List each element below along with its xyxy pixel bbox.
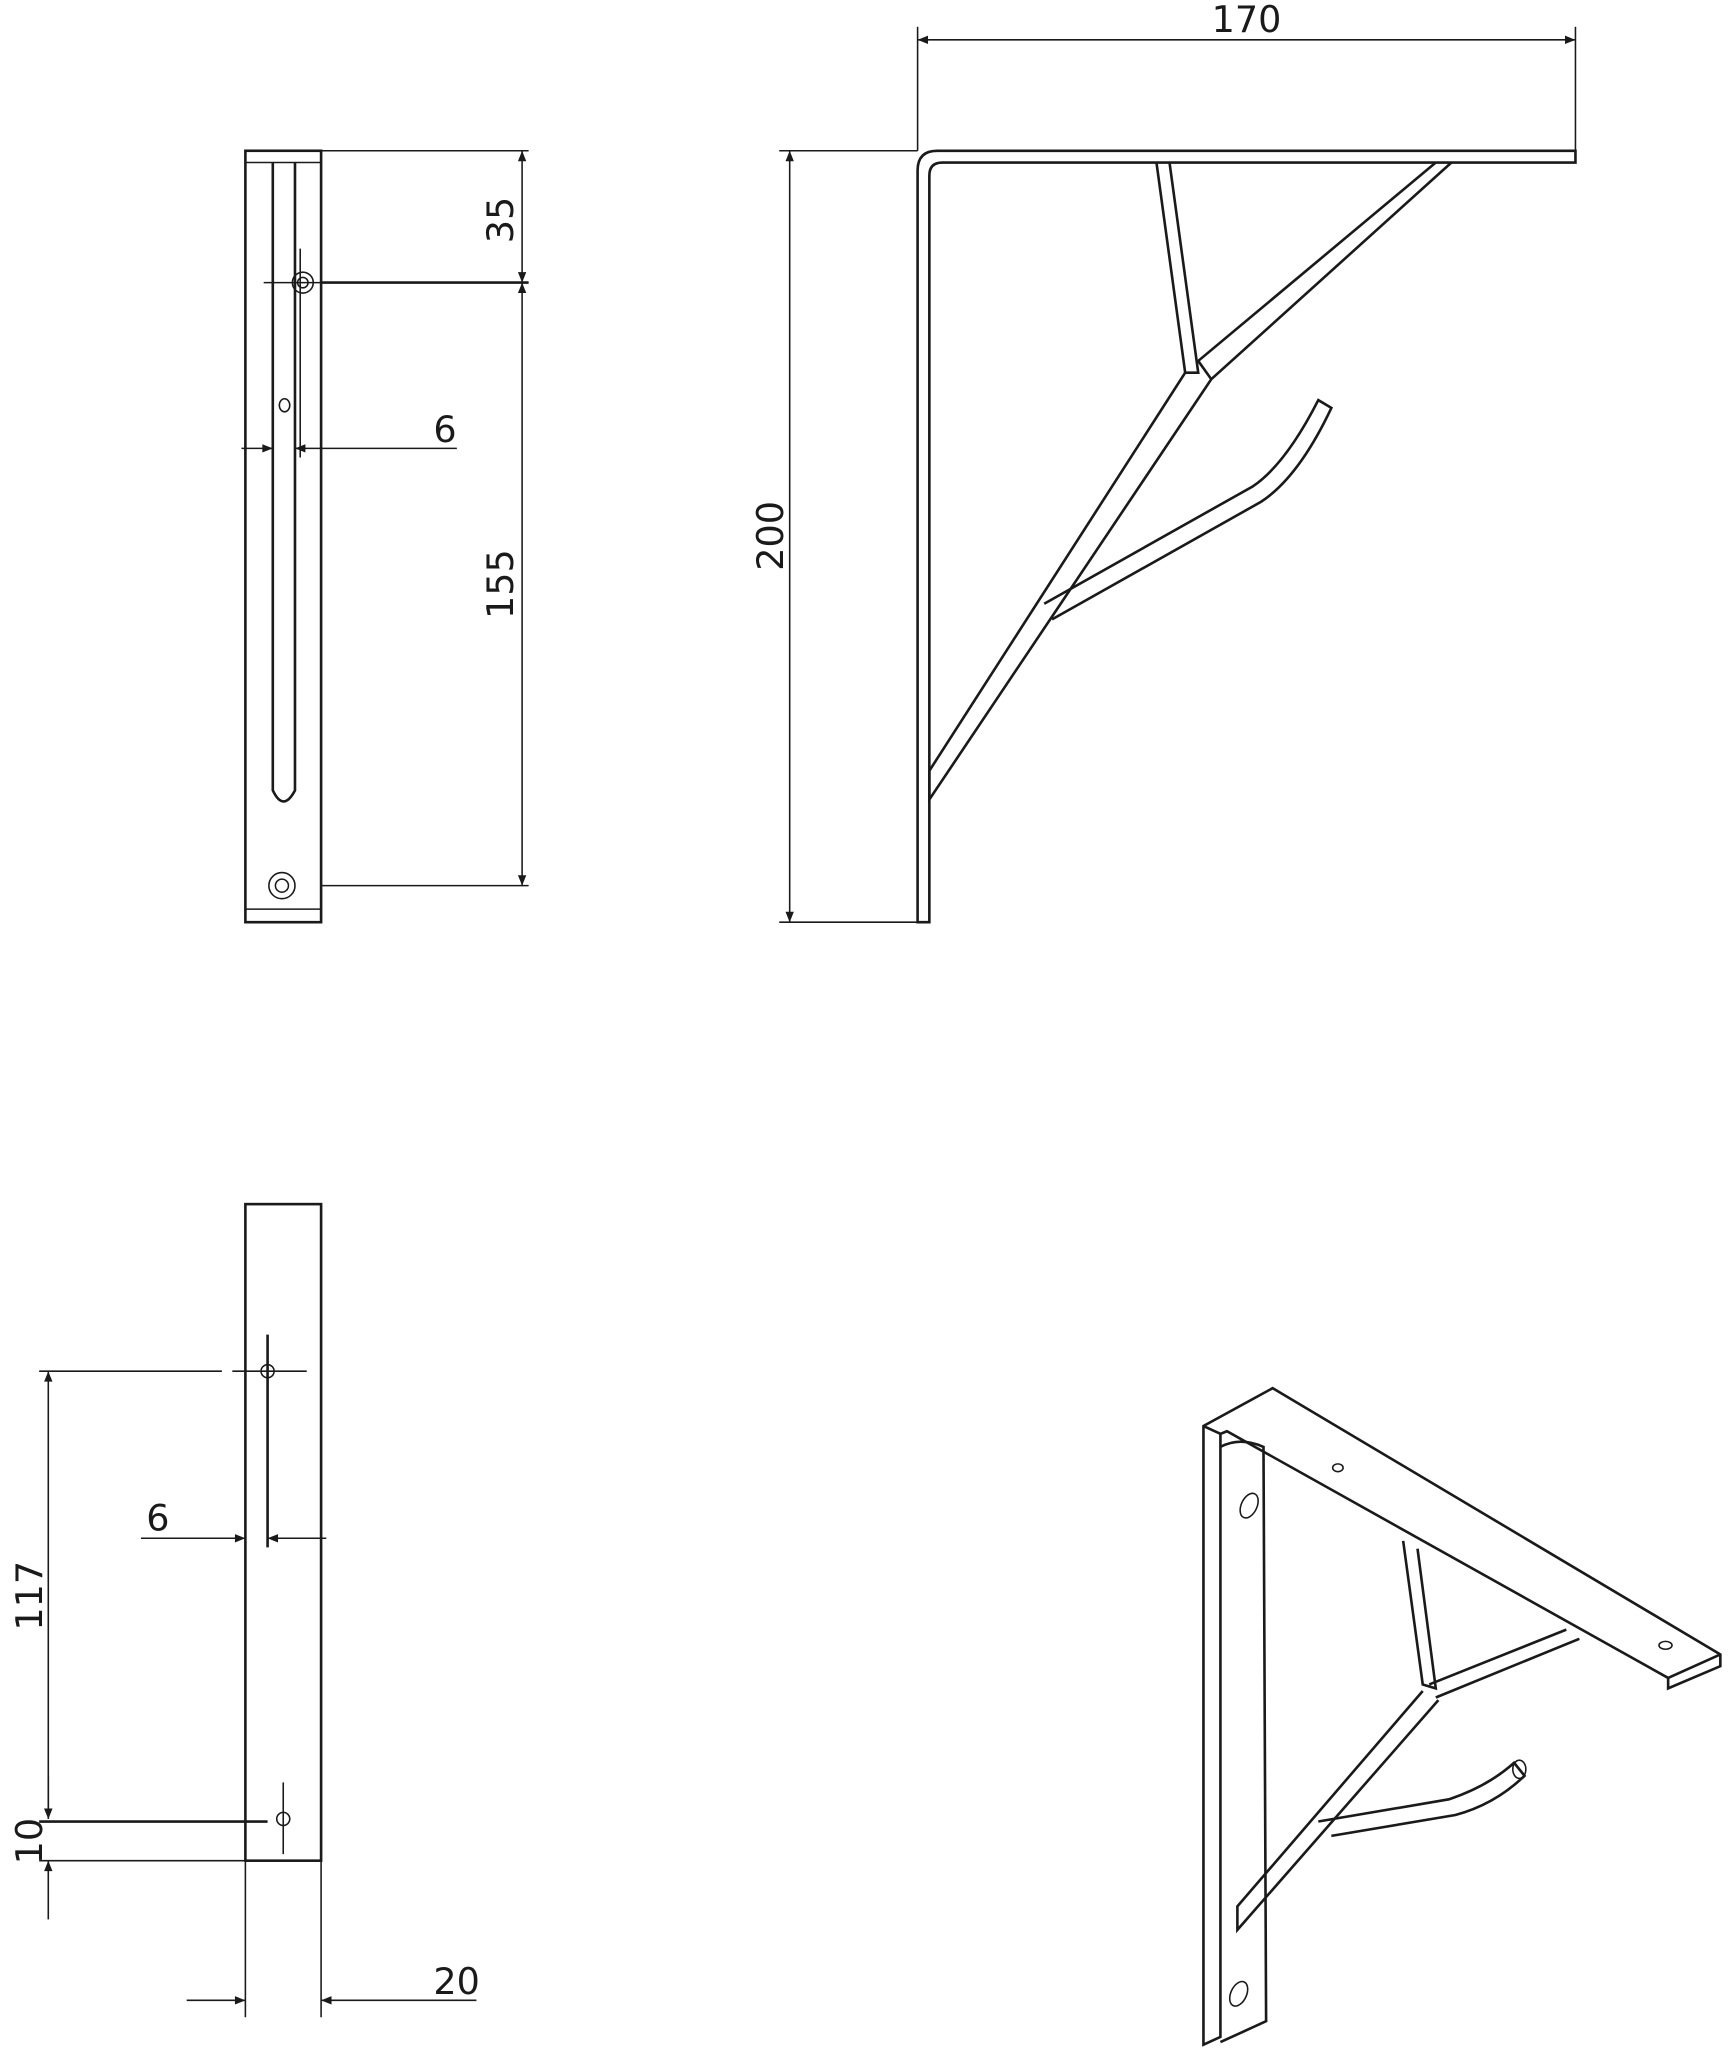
dim-6-top: 6 (433, 408, 456, 451)
dim-200: 200 (749, 501, 792, 571)
isometric-view (1202, 1386, 1722, 2047)
dim-170: 170 (1212, 0, 1282, 41)
dim-117: 117 (8, 1561, 51, 1631)
hole-bottom (268, 871, 296, 900)
side-view-top: 35 155 6 (241, 149, 529, 924)
dim-35: 35 (479, 197, 522, 244)
front-view: 170 200 (749, 0, 1577, 924)
side-view-bottom: 117 10 6 20 (8, 1202, 480, 2018)
dim-20: 20 (433, 1960, 480, 2003)
dim-10: 10 (8, 1818, 51, 1865)
dim-155: 155 (479, 549, 522, 619)
dim-6-bottom: 6 (146, 1496, 169, 1539)
